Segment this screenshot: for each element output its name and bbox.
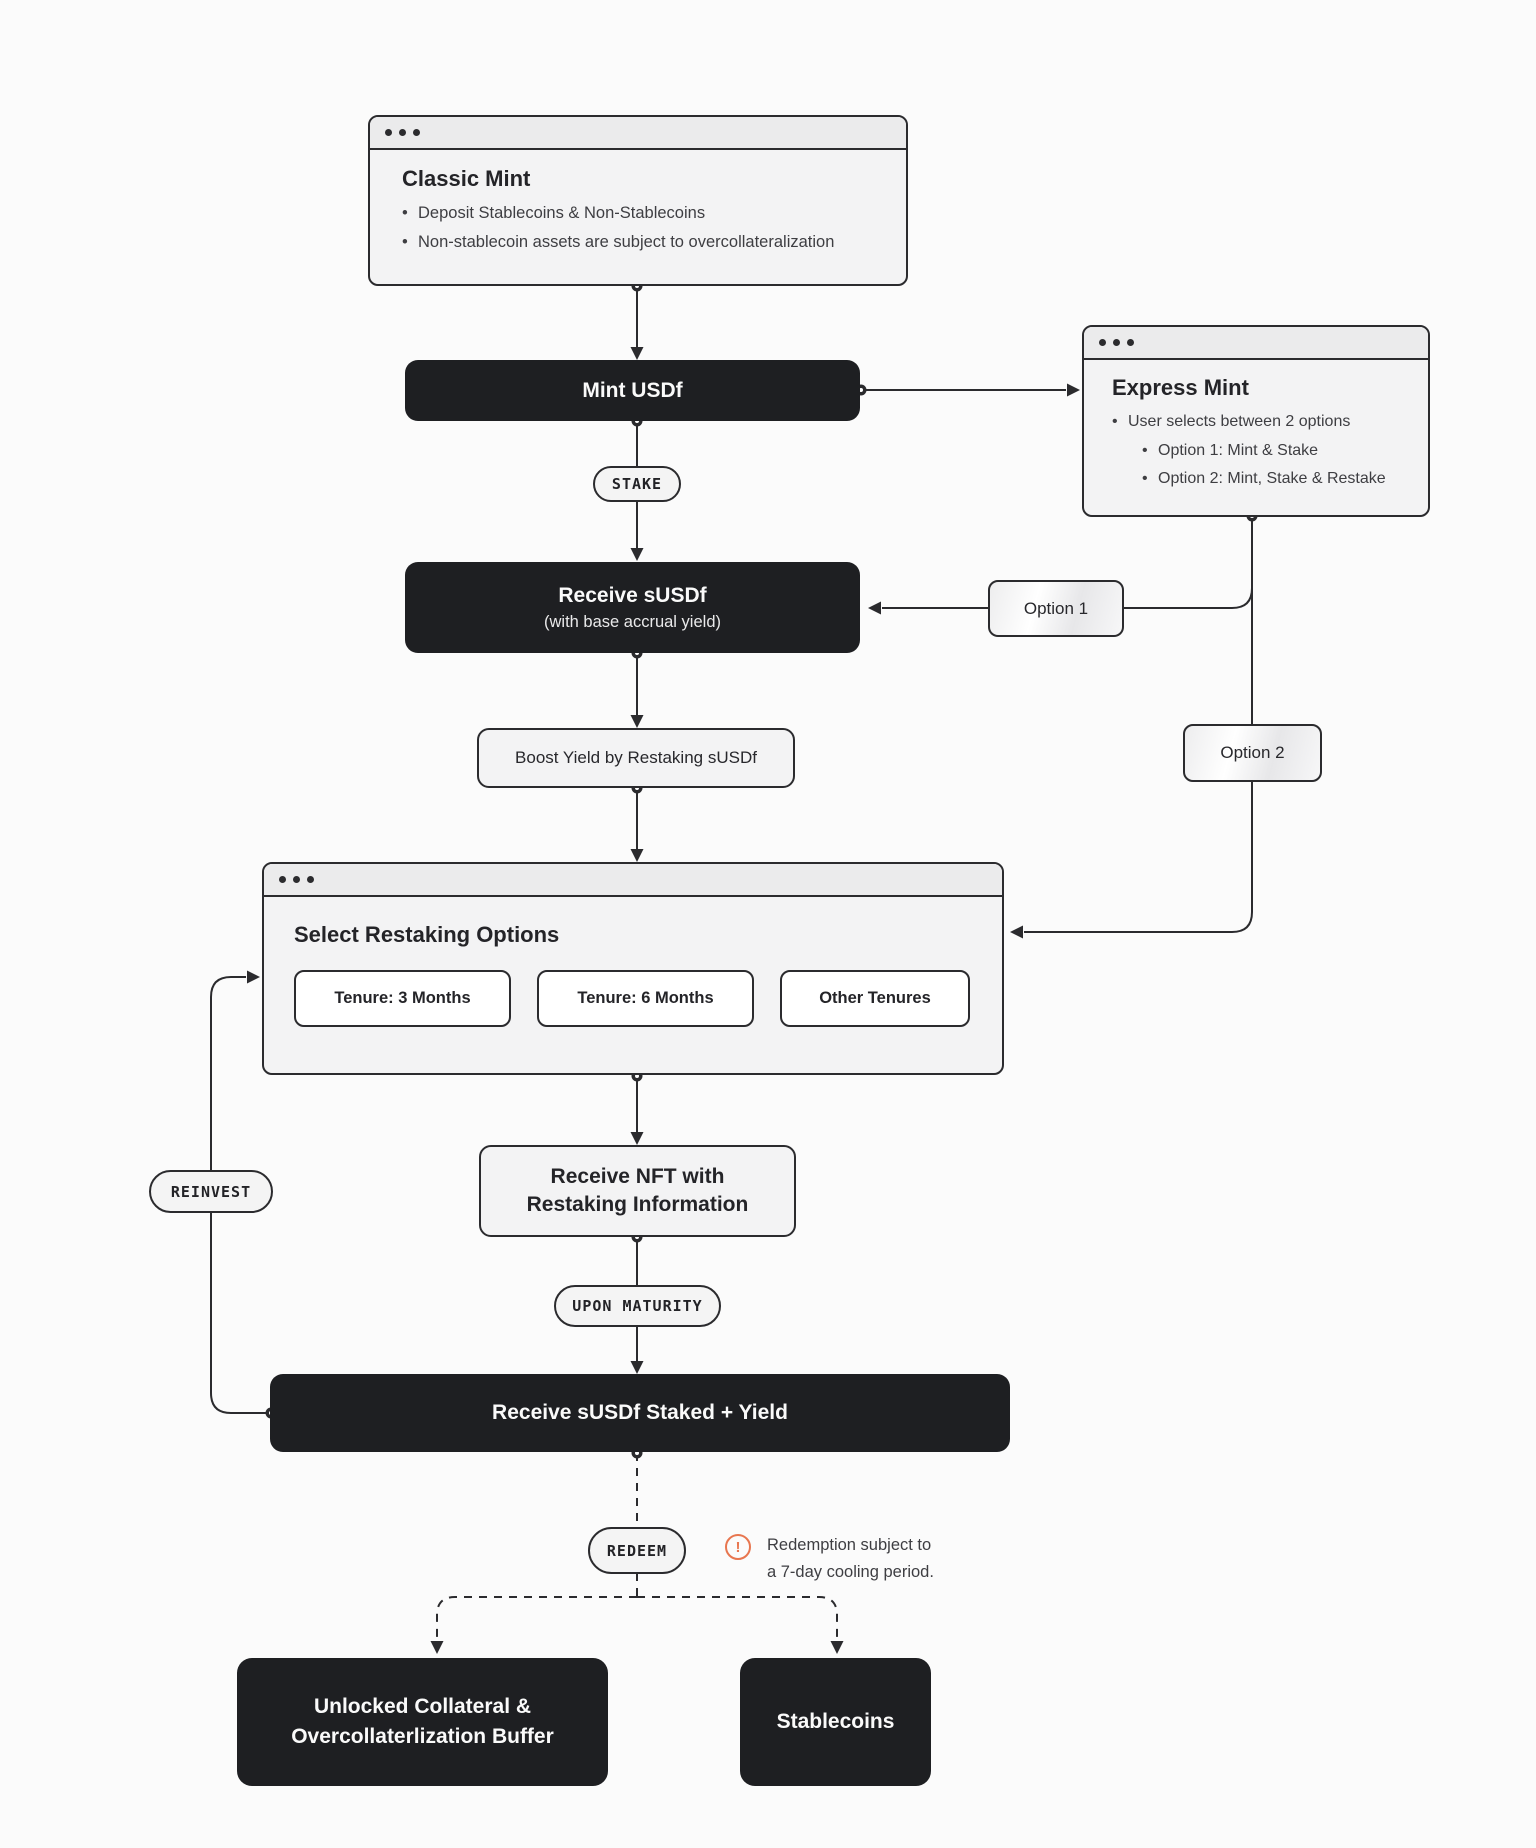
redemption-note: ! Redemption subject to a 7-day cooling …	[725, 1532, 934, 1586]
classic-mint-bullet: Non-stablecoin assets are subject to ove…	[402, 231, 882, 254]
mint-usdf-label: Mint USDf	[582, 378, 683, 402]
other-tenures-button: Other Tenures	[780, 970, 970, 1027]
redemption-note-line1: Redemption subject to	[767, 1536, 932, 1554]
window-control-dot	[413, 129, 420, 136]
stablecoins-node: Stablecoins	[740, 1658, 931, 1786]
receive-nft-node: Receive NFT with Restaking Information	[479, 1145, 796, 1237]
window-control-dot	[1127, 339, 1134, 346]
receive-nft-line1: Receive NFT with	[550, 1165, 725, 1188]
window-control-dot	[293, 876, 300, 883]
window-control-dot	[1099, 339, 1106, 346]
boost-yield-label: Boost Yield by Restaking sUSDf	[515, 748, 757, 767]
unlocked-collateral-node: Unlocked Collateral & Overcollaterlizati…	[237, 1658, 608, 1786]
option2-chip: Option 2	[1183, 724, 1322, 782]
classic-mint-title: Classic Mint	[402, 166, 531, 191]
receive-susdf-label: Receive sUSDf	[558, 583, 707, 607]
upon-maturity-label-pill: UPON MATURITY	[554, 1285, 721, 1327]
tenure-6-months-button: Tenure: 6 Months	[537, 970, 754, 1027]
window-control-dot	[279, 876, 286, 883]
stake-label-pill: STAKE	[593, 466, 681, 502]
select-restaking-title: Select Restaking Options	[294, 922, 560, 947]
stablecoins-label: Stablecoins	[776, 1710, 895, 1733]
redemption-note-line2: a 7-day cooling period.	[767, 1563, 934, 1581]
window-control-dot	[399, 129, 406, 136]
boost-yield-node: Boost Yield by Restaking sUSDf	[477, 728, 795, 788]
unlocked-collateral-line2: Overcollaterlization Buffer	[291, 1725, 554, 1748]
receive-susdf-node: Receive sUSDf (with base accrual yield)	[405, 562, 860, 653]
receive-staked-node: Receive sUSDf Staked + Yield	[270, 1374, 1010, 1452]
classic-mint-window: Classic Mint Deposit Stablecoins & Non-S…	[368, 115, 908, 286]
express-mint-sub-bullet: Option 2: Mint, Stake & Restake	[1142, 468, 1412, 490]
receive-staked-label: Receive sUSDf Staked + Yield	[492, 1401, 788, 1424]
option1-chip: Option 1	[988, 580, 1124, 637]
classic-mint-bullet: Deposit Stablecoins & Non-Stablecoins	[402, 202, 882, 225]
tenure-3-months-button: Tenure: 3 Months	[294, 970, 511, 1027]
express-mint-title: Express Mint	[1112, 375, 1249, 400]
window-control-dot	[385, 129, 392, 136]
express-mint-sub-bullet: Option 1: Mint & Stake	[1142, 440, 1412, 462]
alert-circle-icon: !	[725, 1534, 751, 1560]
window-titlebar	[264, 864, 1002, 897]
receive-nft-line2: Restaking Information	[526, 1193, 749, 1216]
window-titlebar	[370, 117, 906, 150]
express-mint-window: Express Mint User selects between 2 opti…	[1082, 325, 1430, 517]
select-restaking-window: Select Restaking Options Tenure: 3 Month…	[262, 862, 1004, 1075]
redeem-label-pill: REDEEM	[588, 1527, 686, 1574]
reinvest-label-pill: REINVEST	[149, 1170, 273, 1213]
window-control-dot	[307, 876, 314, 883]
express-mint-bullet: User selects between 2 options	[1112, 411, 1412, 433]
window-titlebar	[1084, 327, 1428, 360]
receive-susdf-subtitle: (with base accrual yield)	[544, 612, 721, 631]
unlocked-collateral-line1: Unlocked Collateral &	[313, 1695, 532, 1718]
mint-usdf-node: Mint USDf	[405, 360, 860, 421]
window-control-dot	[1113, 339, 1120, 346]
